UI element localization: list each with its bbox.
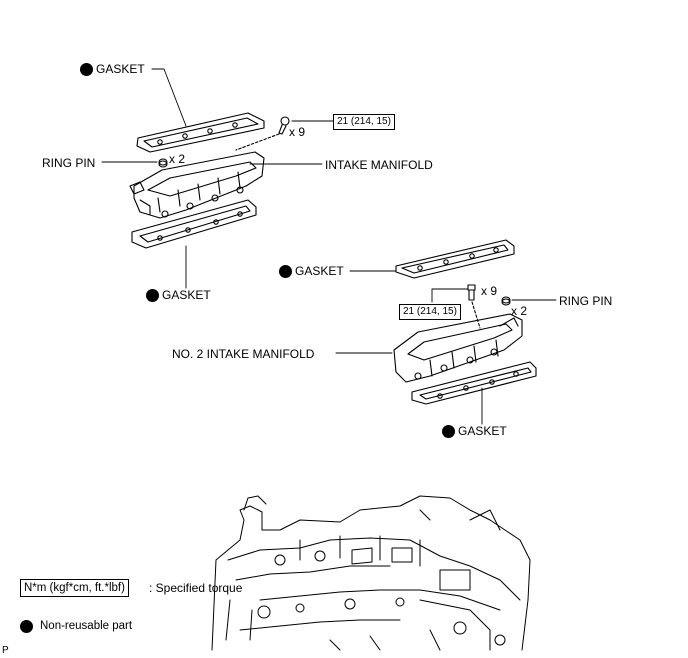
intake-manifold-part [129,151,265,219]
ring-pin-left-label: RING PIN [42,156,96,170]
gasket-top-left-label: GASKET [96,62,145,76]
engine-block-part [211,495,531,651]
ring-pin-right-label: RING PIN [559,294,613,308]
non-reusable-icon [20,620,33,633]
gasket-bottom-left-part [131,199,257,249]
legend-torque-desc: : Specified torque [149,581,243,595]
ring-pin-right-part [501,296,511,306]
non-reusable-icon [80,63,93,76]
non-reusable-icon [279,265,292,278]
corner-code: P [2,645,9,656]
gasket-top-right-label: GASKET [295,264,344,278]
ring-pin-qty-left-label: x 2 [169,152,186,166]
bolt-left-part [235,116,290,151]
non-reusable-icon [146,289,159,302]
bolt-right-part [467,284,481,329]
gasket-top-left-part [136,112,265,153]
intake-manifold-label: INTAKE MANIFOLD [325,158,433,172]
gasket-bottom-left-label: GASKET [162,288,211,302]
torque-spec-right: 21 (214, 15) [399,304,461,320]
legend-torque-unit-box: N*m (kgf*cm, ft.*lbf) [20,579,129,597]
legend-nonreusable-desc: Non-reusable part [40,620,133,632]
non-reusable-icon [442,425,455,438]
torque-spec-left: 21 (214, 15) [333,114,395,130]
gasket-bottom-right-part [411,361,537,405]
bolt-qty-left-label: x 9 [289,125,306,139]
gasket-bottom-right-label: GASKET [458,424,507,438]
no2-intake-manifold-label: NO. 2 INTAKE MANIFOLD [172,347,315,361]
gasket-top-right-part [395,239,515,279]
ring-pin-left-part [158,158,168,168]
bolt-qty-right-label: x 9 [481,284,498,298]
no2-intake-manifold-part [393,313,523,383]
ring-pin-qty-right-label: x 2 [511,304,528,318]
